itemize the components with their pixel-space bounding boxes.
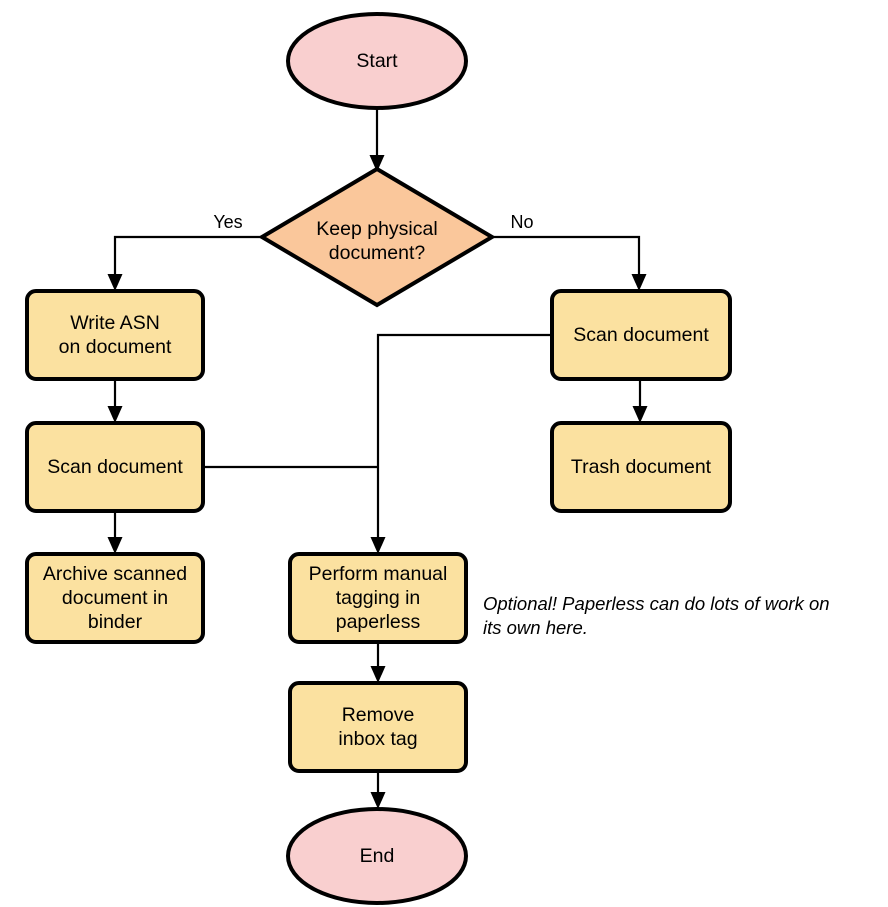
edge-scan-left-to-archive: [107, 511, 123, 554]
edge-manual-tagging-to-remove-inbox: [370, 642, 386, 683]
node-trash-document[interactable]: Trash document: [550, 421, 732, 513]
edge-write-asn-to-scan-left: [107, 379, 123, 423]
node-manual-tagging[interactable]: Perform manual tagging in paperless: [288, 552, 468, 644]
edge-label-yes: Yes: [213, 212, 242, 232]
scan-document-left-label: Scan document: [47, 456, 183, 478]
decision-label-line-1: Keep physical: [316, 218, 437, 240]
decision-label-line-2: document?: [329, 242, 426, 264]
scan-document-right-label: Scan document: [573, 324, 709, 346]
arrowhead-icon: [632, 406, 648, 423]
node-start[interactable]: Start: [286, 12, 468, 110]
arrowhead-icon: [370, 792, 386, 809]
edge-decision-to-scan-right: [492, 235, 647, 291]
arrowhead-icon: [370, 666, 386, 683]
edge-scan-right-to-trash: [632, 379, 648, 423]
archive-label-line-1: Archive scanned: [43, 563, 187, 585]
arrowhead-icon: [107, 406, 123, 423]
manual-tagging-box-shape[interactable]: [288, 552, 468, 644]
optional-note-line-2: its own here.: [483, 617, 588, 638]
write-asn-label-line-2: on document: [59, 336, 172, 358]
start-ellipse-shape[interactable]: [286, 12, 468, 110]
node-scan-document-right[interactable]: Scan document: [550, 289, 732, 381]
edge-start-to-decision: [369, 108, 385, 172]
node-scan-document-left[interactable]: Scan document: [25, 421, 205, 513]
end-label: End: [360, 845, 395, 867]
edge-decision-to-write-asn: [107, 235, 262, 291]
node-write-asn[interactable]: Write ASN on document: [25, 289, 205, 381]
edge-remove-inbox-to-end: [370, 771, 386, 809]
arrowhead-icon: [107, 537, 123, 554]
optional-note-line-1: Optional! Paperless can do lots of work …: [483, 593, 830, 614]
node-remove-inbox-tag[interactable]: Remove inbox tag: [288, 681, 468, 773]
scan-document-right-box-shape[interactable]: [550, 289, 732, 381]
edge-label-no: No: [510, 212, 533, 232]
node-archive-in-binder[interactable]: Archive scanned document in binder: [25, 552, 205, 644]
scan-document-left-box-shape[interactable]: [25, 421, 205, 513]
arrowhead-icon: [107, 274, 123, 291]
archive-in-binder-box-shape[interactable]: [25, 552, 205, 644]
remove-inbox-tag-box-shape[interactable]: [288, 681, 468, 773]
decision-diamond-shape[interactable]: [258, 166, 496, 308]
end-ellipse-shape[interactable]: [286, 807, 468, 905]
node-end[interactable]: End: [286, 807, 468, 905]
annotation-optional-note: Optional! Paperless can do lots of work …: [483, 593, 830, 638]
remove-inbox-tag-label-line-2: inbox tag: [338, 728, 417, 750]
archive-label-line-2: document in: [62, 587, 168, 609]
start-label: Start: [356, 50, 398, 72]
manual-tagging-label-line-2: tagging in: [336, 587, 421, 609]
write-asn-box-shape[interactable]: [25, 289, 205, 381]
arrowhead-icon: [369, 155, 385, 172]
remove-inbox-tag-label-line-1: Remove: [342, 704, 415, 726]
manual-tagging-label-line-3: paperless: [336, 611, 421, 633]
edge-scan-right-to-manual-tagging: [370, 333, 552, 554]
arrowhead-icon: [631, 274, 647, 291]
archive-label-line-3: binder: [88, 611, 143, 633]
arrowhead-icon: [370, 537, 386, 554]
trash-document-box-shape[interactable]: [550, 421, 732, 513]
node-decision-keep-physical[interactable]: Keep physical document?: [258, 166, 496, 308]
manual-tagging-label-line-1: Perform manual: [309, 563, 448, 585]
trash-document-label: Trash document: [571, 456, 712, 478]
connector-layer: [107, 108, 648, 809]
write-asn-label-line-1: Write ASN: [70, 312, 160, 334]
